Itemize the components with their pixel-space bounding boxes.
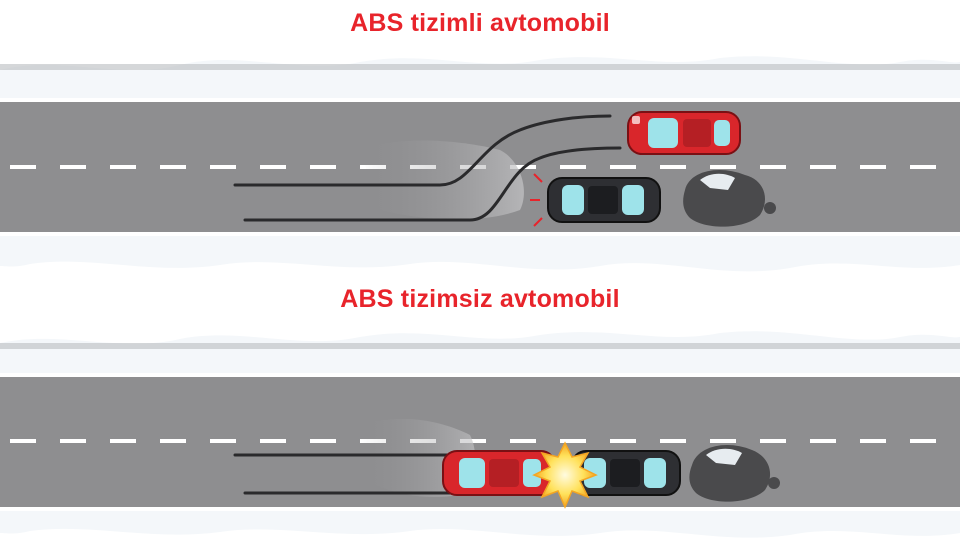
lane-center-dashes [10,439,936,443]
crash-burst-icon [532,441,598,509]
red-car-icon [627,111,741,155]
rock-icon [683,170,776,227]
skid-marks [233,453,452,495]
scene-with-abs [0,56,960,272]
skid-marks [233,114,622,222]
title-without-abs: ABS tizimsiz avtomobil [340,285,620,313]
snow-bank-upper [0,56,960,100]
snow-bank-lower [0,511,960,538]
scene-without-abs [0,331,960,538]
title-with-abs: ABS tizimli avtomobil [350,9,610,37]
spray-cloud [360,140,524,220]
snow-bank-upper [0,331,960,375]
black-car-icon [571,450,681,496]
black-car-icon [530,173,661,227]
red-car-icon [442,450,556,496]
rock-icon [689,445,780,502]
snow-bank-lower [0,236,960,272]
